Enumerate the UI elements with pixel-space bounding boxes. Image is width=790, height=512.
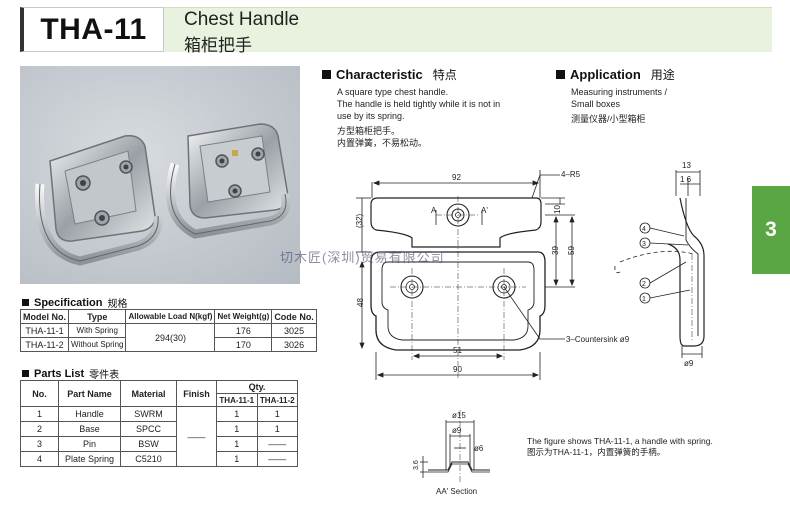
- characteristic-title: Characteristic 特点: [322, 66, 457, 83]
- table-row: THA-11-2 Without Spring 170 3026: [20, 337, 317, 352]
- section-label: AA' Section: [436, 487, 477, 496]
- title-chinese: 箱柜把手: [184, 36, 252, 55]
- watermark-text: 切木匠(深圳)贸易有限公司: [280, 250, 445, 265]
- table-row: 3 Pin BSW 1 ——: [20, 436, 298, 452]
- product-photo: [20, 66, 300, 284]
- callout-3: 3: [642, 241, 646, 248]
- parts-list-title: Parts List 零件表: [22, 366, 119, 381]
- table-row: THA-11-1 With Spring 294(30) 176 3025: [20, 323, 317, 352]
- table-row: 4 Plate Spring C5210 1 ——: [20, 451, 298, 467]
- dim-92: 92: [452, 173, 461, 182]
- dim-phi6: ø6: [474, 444, 484, 453]
- table-header-row: THA-11-1 THA-11-2: [21, 393, 298, 407]
- label-a-prime: A': [481, 206, 488, 215]
- application-text: Measuring instruments / Small boxes 测量仪器…: [571, 87, 668, 124]
- square-bullet-icon: [556, 70, 565, 79]
- application-title: Application 用途: [556, 66, 675, 83]
- square-bullet-icon: [22, 370, 29, 377]
- label-a: A: [431, 206, 437, 215]
- square-bullet-icon: [22, 299, 29, 306]
- dim-phi9-side: ø9: [684, 359, 694, 368]
- table-header-row: Model No. Type Allowable Load N(kgf) Net…: [20, 309, 317, 324]
- specification-table: Model No. Type Allowable Load N(kgf) Net…: [20, 309, 317, 352]
- dim-39: 39: [551, 246, 560, 255]
- dim-r5: 4–R5: [561, 170, 581, 179]
- dim-90: 90: [453, 365, 462, 374]
- callout-2: 2: [642, 281, 646, 288]
- dim-phi15: ø15: [452, 411, 466, 420]
- callout-1: 1: [642, 296, 646, 303]
- dim-phi9-section: ø9: [452, 426, 462, 435]
- dim-3-6: 3.6: [413, 460, 420, 470]
- square-bullet-icon: [322, 70, 331, 79]
- model-number: THA-11: [20, 7, 164, 52]
- title-english: Chest Handle: [184, 9, 300, 30]
- parts-list-table: No. Part Name Material Finish Qty. THA-1…: [20, 380, 298, 467]
- figure-note: The figure shows THA-11-1, a handle with…: [527, 436, 713, 457]
- dim-13: 13: [682, 161, 691, 170]
- countersink-note: 3–Countersink ø9: [566, 335, 630, 344]
- table-header-row: No. Part Name Material Finish Qty.: [20, 380, 298, 407]
- dim-10: 10: [553, 205, 562, 214]
- callout-4: 4: [642, 226, 646, 233]
- dim-48: 48: [356, 298, 365, 307]
- dim-51: 51: [453, 346, 462, 355]
- specification-title: Specification 规格: [22, 295, 127, 310]
- dim-32: (32): [355, 213, 364, 228]
- characteristic-text: A square type chest handle. The handle i…: [337, 87, 501, 148]
- chapter-tab: 3: [752, 186, 790, 274]
- chest-handle-image: [35, 123, 291, 266]
- dim-16: 1 6: [680, 175, 692, 184]
- dim-59: 59: [567, 246, 576, 255]
- table-row: 2 Base SPCC 1 1: [20, 421, 298, 437]
